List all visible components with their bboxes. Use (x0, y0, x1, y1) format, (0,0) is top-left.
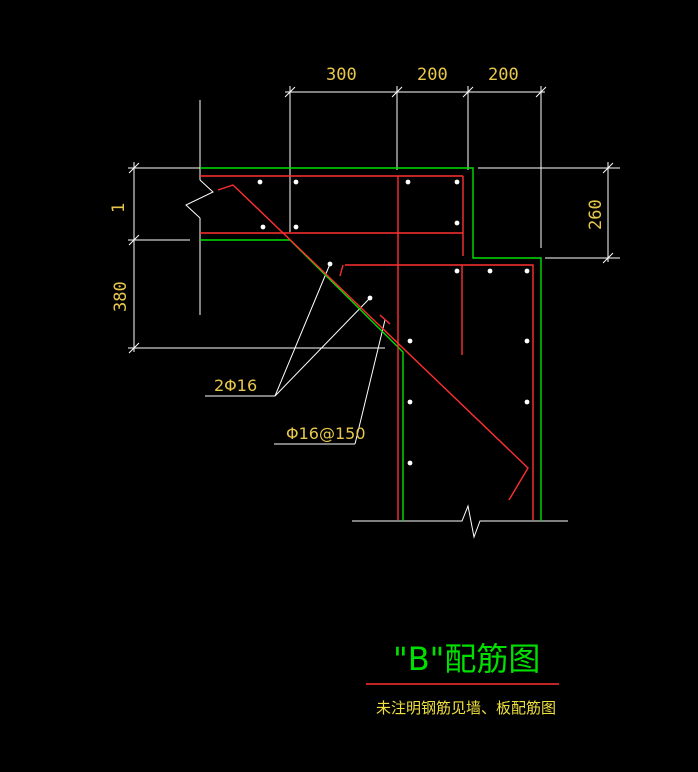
dim-left-upper: 1 (109, 203, 129, 213)
dim-top-1: 300 (326, 65, 357, 85)
rebar-dots (257, 179, 530, 466)
drawing-subtitle: 未注明钢筋见墙、板配筋图 (376, 699, 556, 717)
rebar-lines (200, 175, 534, 520)
callout-stirrups: Φ16@150 (286, 424, 366, 443)
dim-right: 260 (586, 199, 606, 230)
dim-top-3: 200 (488, 65, 519, 85)
drawing-title: "B"配筋图 (393, 640, 540, 678)
dimension-lines (128, 86, 620, 539)
dim-top-2: 200 (417, 65, 448, 85)
concrete-outline (200, 167, 542, 521)
callout-bars: 2Φ16 (214, 376, 257, 395)
dim-left-lower: 380 (111, 281, 131, 312)
